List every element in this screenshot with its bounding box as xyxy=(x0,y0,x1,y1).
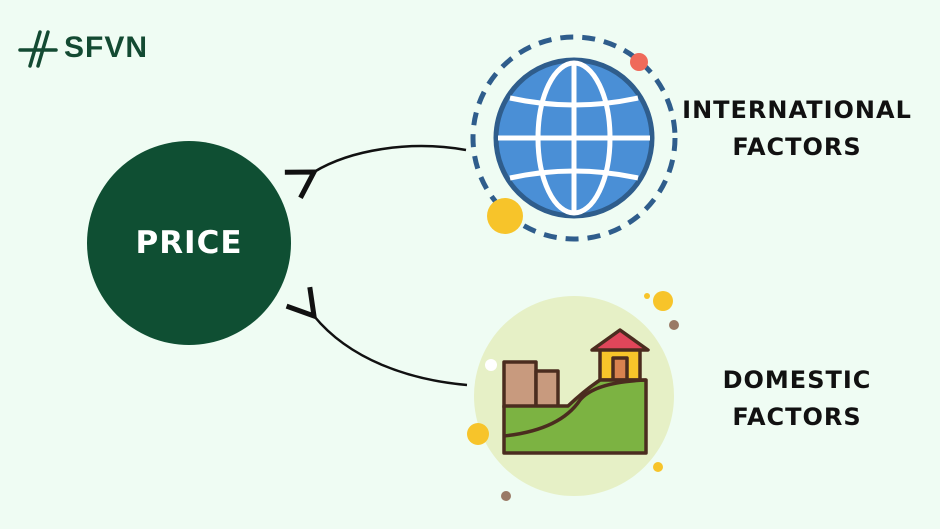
arrow-international-to-price xyxy=(284,144,467,199)
logo-mark-icon xyxy=(18,30,58,68)
arrow-domestic-to-price xyxy=(285,286,468,387)
domestic-factors-label: DOMESTIC FACTORS xyxy=(700,362,894,436)
sfvn-logo: SFVN xyxy=(18,28,148,68)
price-label: PRICE xyxy=(135,225,243,261)
international-line1: INTERNATIONAL xyxy=(682,96,912,124)
price-node: PRICE xyxy=(87,141,291,345)
international-line2: FACTORS xyxy=(732,133,862,161)
international-factors-label: INTERNATIONAL FACTORS xyxy=(680,92,914,166)
domestic-line1: DOMESTIC xyxy=(722,366,872,394)
hillside-buildings-icon xyxy=(467,291,679,501)
logo-text: SFVN xyxy=(64,31,149,64)
globe-icon xyxy=(470,34,678,242)
domestic-line2: FACTORS xyxy=(732,403,862,431)
